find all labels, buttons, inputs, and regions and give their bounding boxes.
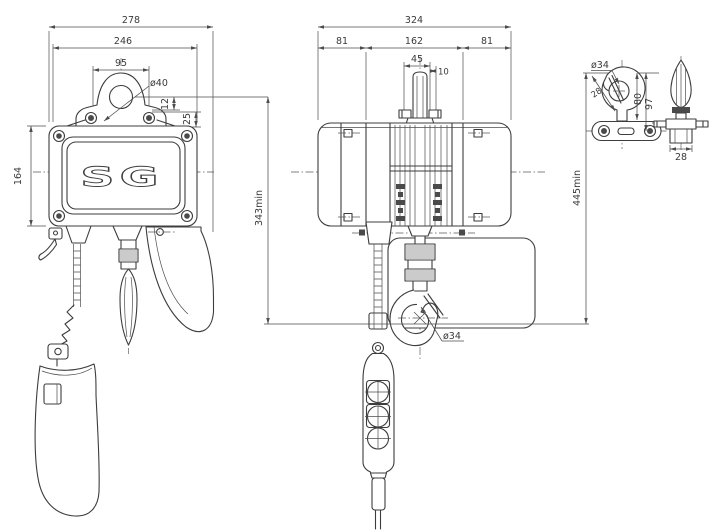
suspension-lug-side [398,71,442,125]
dim-overall-width-front: 278 [122,15,140,26]
top-hook-side [653,59,709,144]
dim-center-section: 162 [405,36,423,47]
svg-text:SG: SG [80,161,163,193]
brake-release-lever [38,227,63,261]
side-flap [145,226,215,332]
front-view: 278 246 95 ø40 12 25 [13,15,268,517]
dim-body-height: 164 [13,167,24,185]
side-view: 324 81 162 81 45 10 [254,15,659,530]
chain-guide-front [65,225,92,244]
brand-logo: SG [80,161,163,194]
dim-height-80: 80 [633,93,644,105]
dim-lug-hole-spacing: 95 [115,58,127,69]
dim-overall-width-side: 324 [405,15,423,26]
dead-end-chain [365,221,393,330]
dim-right-section: 81 [481,36,493,47]
lug-hole [108,84,134,110]
dim-hole-offset: 12 [160,98,171,110]
hoist-body-side [317,122,512,227]
pendant-control[interactable] [362,341,395,530]
dim-top-hook-dia: ø34 [591,60,609,71]
top-hook-detail-view: ø34 28 80 97 [586,56,709,163]
dim-bottom-hook-dia: ø34 [443,331,461,342]
bottom-hook-front [112,225,143,346]
dim-lug-hole-dia: ø40 [150,78,168,89]
dim-body-width: 246 [114,36,132,47]
dim-lug-offset: 10 [438,68,449,78]
dim-headroom-hook: 445min [572,170,583,206]
container-bracket [47,343,69,360]
dim-height-97: 97 [644,98,655,110]
dim-side-width: 28 [675,152,687,163]
chain-container-front [34,363,100,517]
cover-bolts [338,128,490,222]
dim-lug-plate-height: 25 [182,113,193,125]
fin-block [389,125,453,226]
dim-lug-width: 45 [411,54,423,65]
pendant-handle[interactable] [371,477,386,511]
support-chain [57,244,81,347]
dim-headroom-lug: 343min [254,190,265,226]
dim-left-section: 81 [336,36,348,47]
bottom-hook-side [389,225,448,347]
